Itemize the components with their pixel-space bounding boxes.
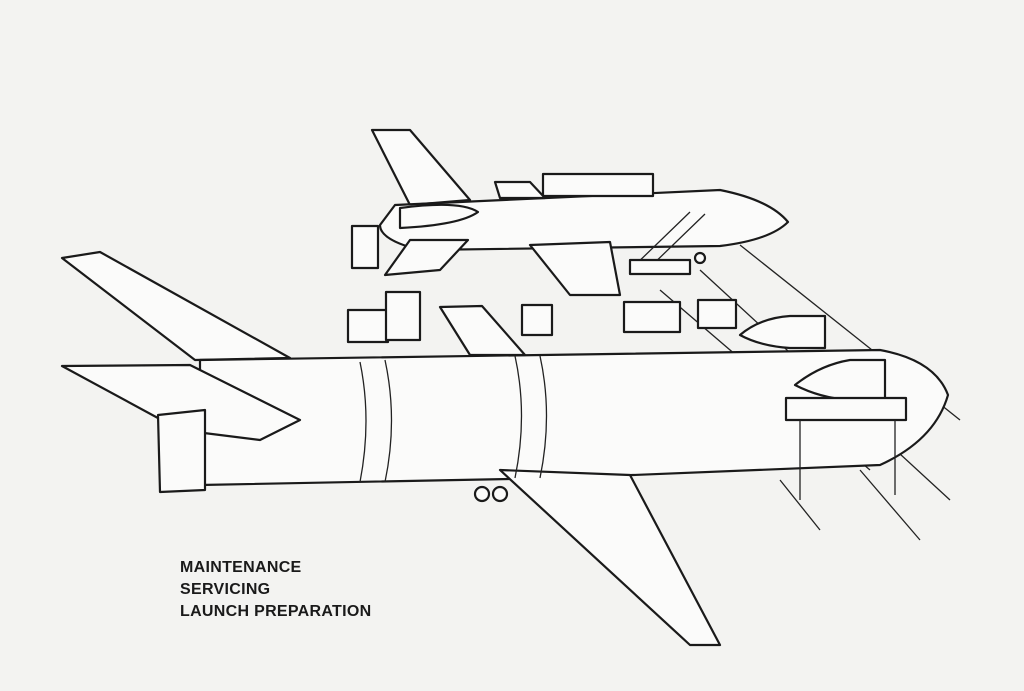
orbiter-aircraft: [350, 128, 790, 297]
caption-line-launch-preparation: LAUNCH PREPARATION: [180, 603, 372, 620]
ground-support-equipment: [346, 290, 827, 350]
caption-line-servicing: SERVICING: [180, 581, 271, 598]
caption-line-maintenance: MAINTENANCE: [180, 559, 302, 576]
caption: MAINTENANCE SERVICING LAUNCH PREPARATION: [180, 557, 371, 623]
carrier-aircraft: [60, 250, 950, 647]
